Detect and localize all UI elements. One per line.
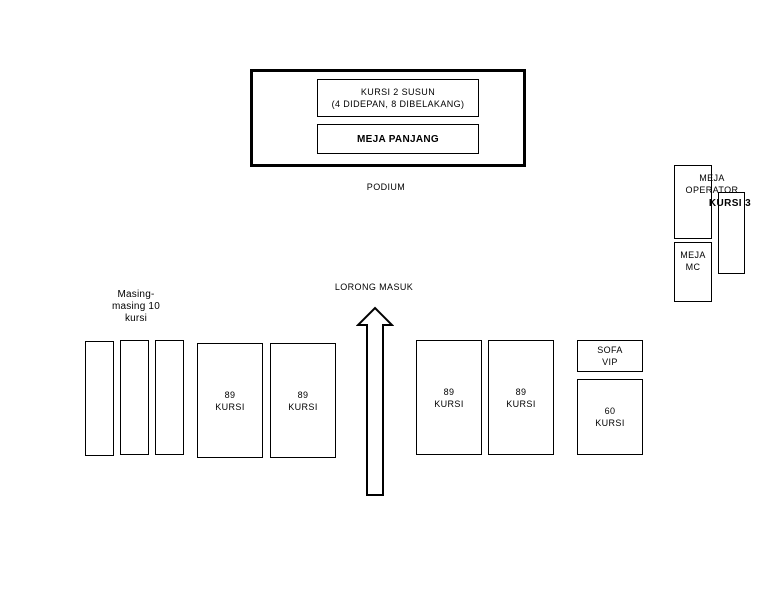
chairs-3-box xyxy=(718,192,745,274)
left-group-note: Masing- masing 10 kursi xyxy=(112,289,160,324)
chairs-3-label: KURSI 3 xyxy=(708,198,752,209)
operator-table-box xyxy=(674,165,712,239)
chair-column-3 xyxy=(155,340,184,455)
chair-column-2 xyxy=(120,340,149,455)
mc-table-box: MEJA MC xyxy=(674,242,712,302)
seat-block-3: 89 KURSI xyxy=(416,340,482,455)
chair-column-1 xyxy=(85,341,114,456)
seat-block-4: 89 KURSI xyxy=(488,340,554,455)
seat-block-60: 60 KURSI xyxy=(577,379,643,455)
entrance-label: LORONG MASUK xyxy=(334,282,414,292)
long-table-box: MEJA PANJANG xyxy=(317,124,479,154)
seat-block-1: 89 KURSI xyxy=(197,343,263,458)
stacked-chairs-box: KURSI 2 SUSUN (4 DIDEPAN, 8 DIBELAKANG) xyxy=(317,79,479,117)
vip-sofa-box: SOFA VIP xyxy=(577,340,643,372)
podium-label: PODIUM xyxy=(366,182,406,192)
entrance-arrow xyxy=(356,306,394,496)
seat-block-2: 89 KURSI xyxy=(270,343,336,458)
operator-table-label: MEJA OPERATOR xyxy=(685,173,739,195)
